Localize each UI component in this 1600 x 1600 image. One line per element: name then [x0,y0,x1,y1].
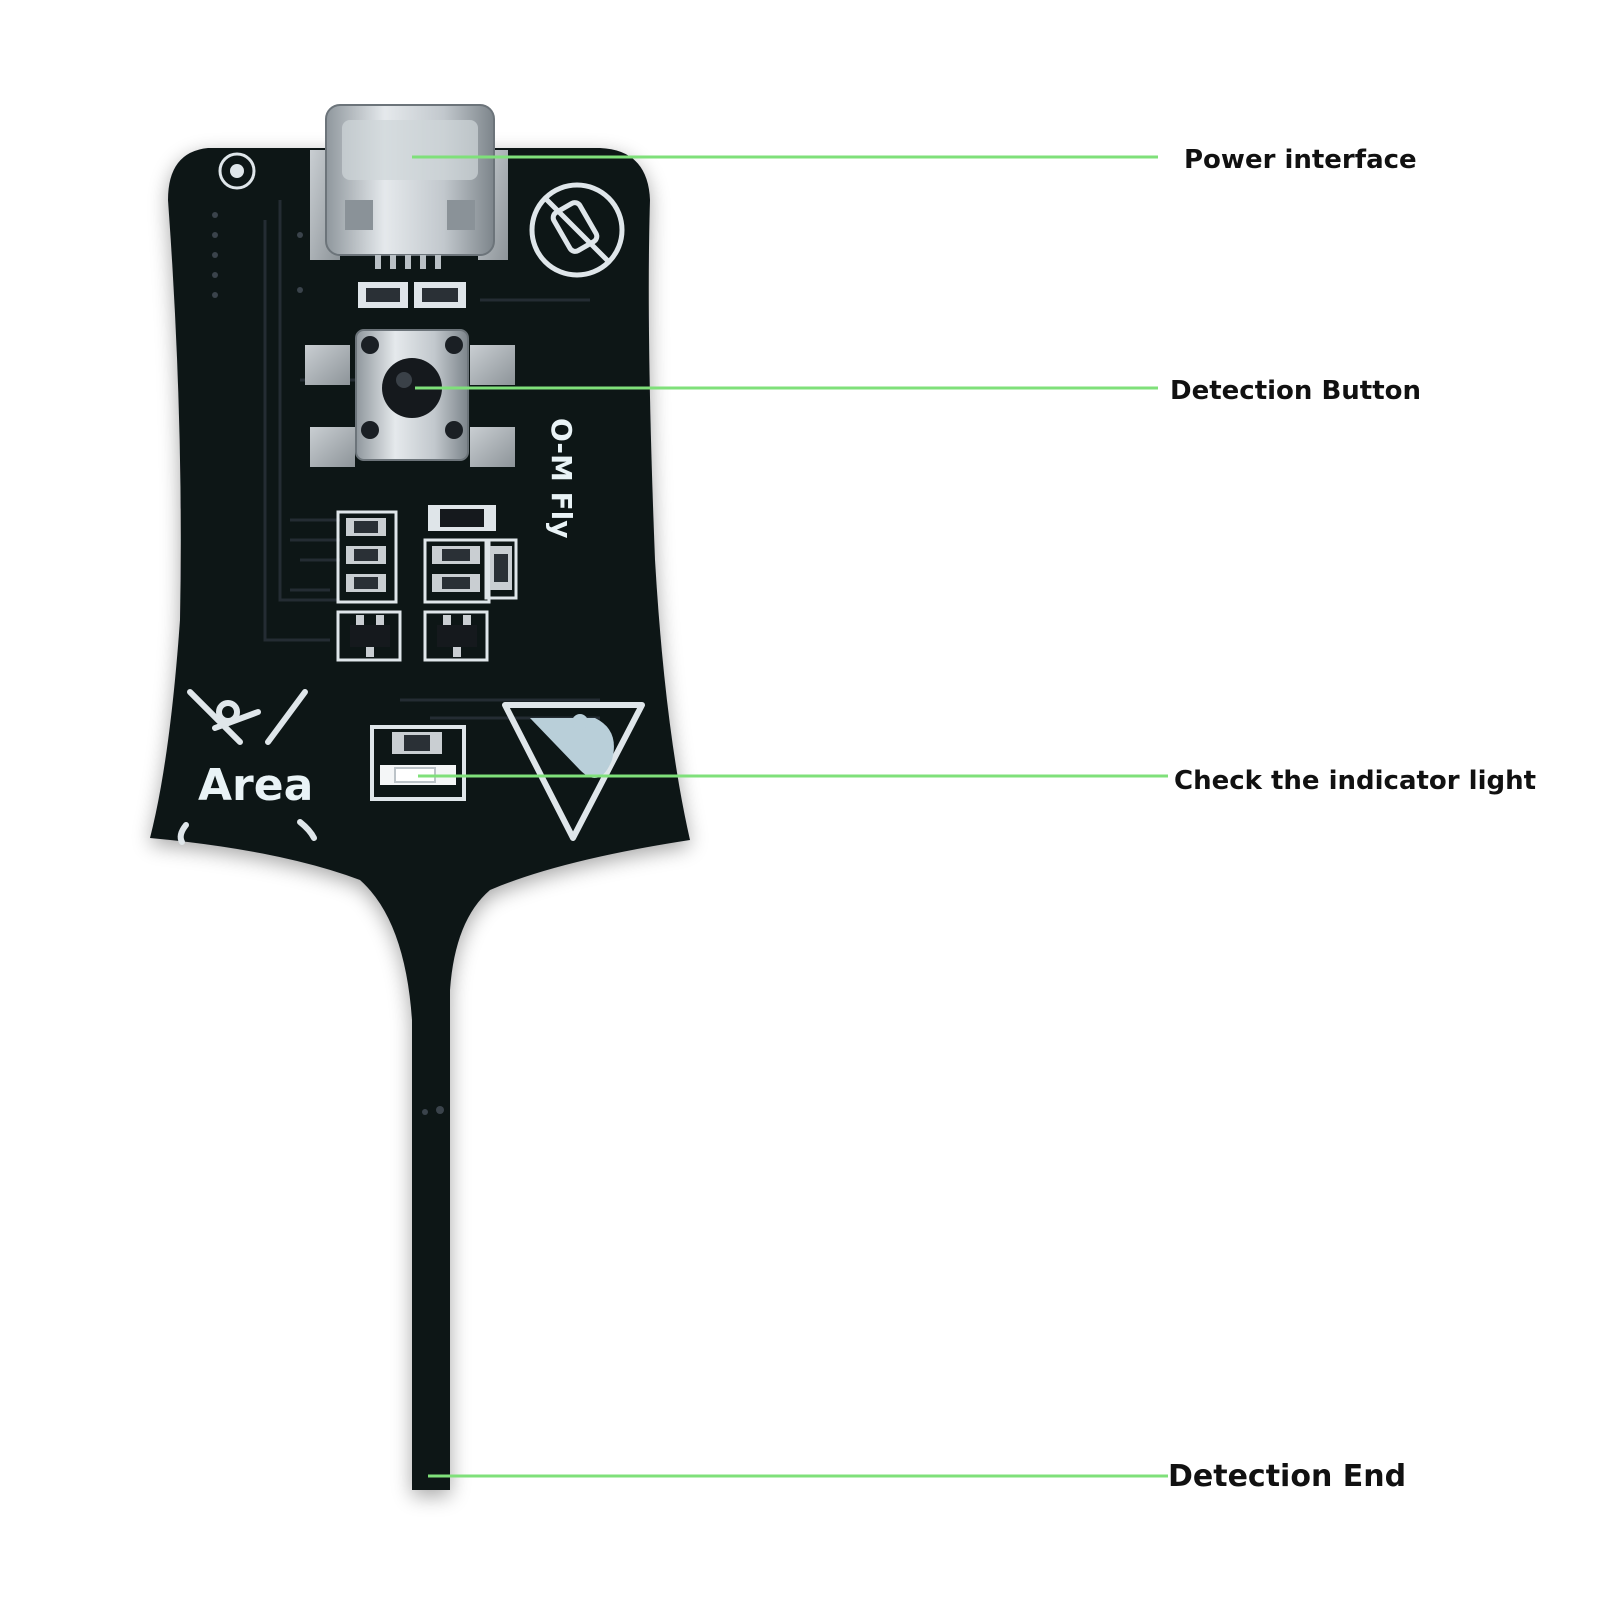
brand-text: O-M Fly [545,418,578,539]
usb-c-connector [310,104,508,269]
label-indicator-light: Check the indicator light [1174,766,1536,796]
pcb-outline [150,148,690,1490]
area-label: Area [198,760,313,811]
no-pry-symbol [529,182,625,278]
area-pictogram-icon [177,689,317,845]
tactile-button [305,329,515,467]
usb-resistors [358,282,466,308]
leader-lines [412,155,1168,1478]
label-detection-button: Detection Button [1170,376,1421,406]
mounting-hole [218,152,256,190]
label-detection-end: Detection End [1168,1459,1406,1494]
indicator-led [370,725,466,801]
pcb-board [150,148,690,1490]
label-power-interface: Power interface [1184,145,1417,175]
smd-components [336,505,518,662]
warning-triangle-icon [502,702,645,841]
via-dots [212,212,444,1115]
